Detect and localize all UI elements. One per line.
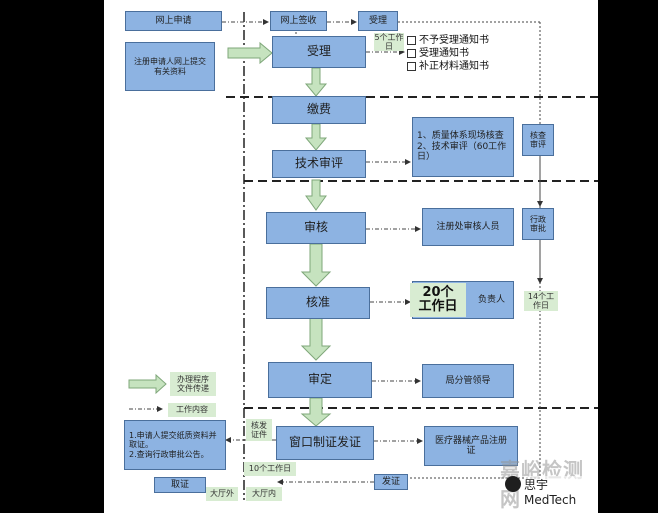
flowchart-canvas: 网上申请 网上签收 受理 注册申请人网上提交有关资料 受理 5个工作日 不予受理… <box>104 0 598 513</box>
checkbox-icon <box>407 36 416 45</box>
audit-box: 审核 <box>266 212 366 244</box>
bureau-leader-box: 局分管领导 <box>422 364 514 398</box>
issue-box: 发证 <box>374 474 408 490</box>
accept-option-2: 受理通知书 <box>407 47 489 60</box>
flow-arrow-approve-decide <box>300 317 332 361</box>
decide-box: 审定 <box>268 362 372 398</box>
accept-option-3: 补正材料通知书 <box>407 60 489 73</box>
certificate-box: 医疗器械产品注册证 <box>424 426 518 466</box>
fourteen-days-label: 14个工作日 <box>524 291 558 311</box>
window-issue-box: 窗口制证发证 <box>276 426 374 460</box>
notes-box: 1.申请人提交纸质资料并取证。 2.查询行政审批公告。 <box>124 420 226 470</box>
accept-top-box: 受理 <box>358 11 398 31</box>
brand-watermark: 思宇MedTech <box>524 476 598 507</box>
tech-review-box: 技术审评 <box>272 150 366 178</box>
five-days-label: 5个工作日 <box>374 32 404 51</box>
submit-info-box: 注册申请人网上提交有关资料 <box>125 42 215 91</box>
hall-out-label: 大厅外 <box>206 487 238 501</box>
pickup-box: 取证 <box>154 477 206 493</box>
legend-arrow-icon <box>128 373 167 395</box>
ten-days-label: 10个工作日 <box>244 462 296 476</box>
flow-arrow-submit <box>227 41 273 65</box>
online-apply-box: 网上申请 <box>125 11 222 31</box>
flow-arrow-audit-approve <box>300 243 332 287</box>
flow-arrow-review-audit <box>305 179 327 211</box>
legend-content-label: 工作内容 <box>168 403 216 417</box>
review-detail-box: 1、质量体系现场核查 2、技术审评（60工作日） <box>412 117 514 177</box>
brand-logo-icon <box>505 476 521 492</box>
checkbox-icon <box>407 62 416 71</box>
approve-box: 核准 <box>266 287 370 319</box>
flow-arrow-decide-issue <box>300 397 332 427</box>
accept-option-1: 不予受理通知书 <box>407 34 489 47</box>
fee-box: 缴费 <box>272 96 366 124</box>
accept-options-list: 不予受理通知书 受理通知书 补正材料通知书 <box>407 34 489 73</box>
twenty-days-callout: 20个 工作日 <box>410 283 466 317</box>
flow-arrow-accept-fee <box>304 67 328 97</box>
online-sign-box: 网上签收 <box>270 11 327 31</box>
admin-approval-label: 行政 审批 <box>522 208 554 240</box>
checkbox-icon <box>407 49 416 58</box>
accept-box: 受理 <box>272 36 366 68</box>
verify-issue-label: 核发 证件 <box>246 419 272 441</box>
verify-review-label: 核查 审评 <box>522 124 554 156</box>
hall-in-label: 大厅内 <box>246 487 282 501</box>
legend-process-label: 办理程序 文件传递 <box>170 372 216 396</box>
flow-arrow-fee-review <box>304 123 328 151</box>
auditor-box: 注册处审核人员 <box>422 208 514 246</box>
